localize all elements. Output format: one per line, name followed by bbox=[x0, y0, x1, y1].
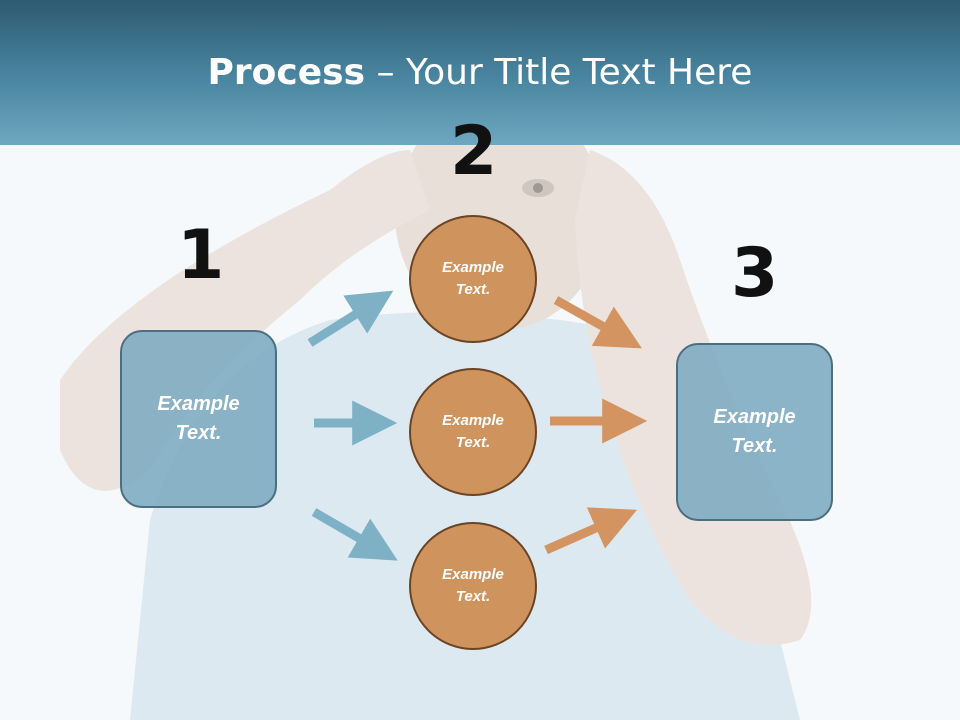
step-number-3: 3 bbox=[731, 234, 779, 313]
step-3-text: Example Text. bbox=[713, 406, 796, 457]
circle-top-text: Example Text. bbox=[442, 258, 504, 299]
step-number-2: 2 bbox=[450, 112, 498, 191]
step-3-box: Example Text. bbox=[676, 343, 833, 521]
step-1-text: Example Text. bbox=[157, 393, 240, 444]
title-rest: – Your Title Text Here bbox=[365, 52, 753, 93]
circle-bottom-text: Example Text. bbox=[442, 565, 504, 606]
arrow-top-to-3 bbox=[553, 296, 642, 349]
step-2-circle-middle: Example Text. bbox=[409, 368, 537, 496]
title-bar bbox=[0, 0, 960, 145]
step-2-circle-top: Example Text. bbox=[409, 215, 537, 343]
title-bold: Process bbox=[207, 52, 366, 93]
step-1-box: Example Text. bbox=[120, 330, 277, 508]
slide-title: Process – Your Title Text Here bbox=[0, 52, 960, 93]
arrow-1-to-top bbox=[307, 290, 394, 347]
step-number-1: 1 bbox=[177, 216, 225, 295]
step-2-circle-bottom: Example Text. bbox=[409, 522, 537, 650]
circle-middle-text: Example Text. bbox=[442, 411, 504, 452]
arrow-1-to-bottom bbox=[311, 508, 398, 561]
arrow-bottom-to-3 bbox=[544, 507, 638, 555]
